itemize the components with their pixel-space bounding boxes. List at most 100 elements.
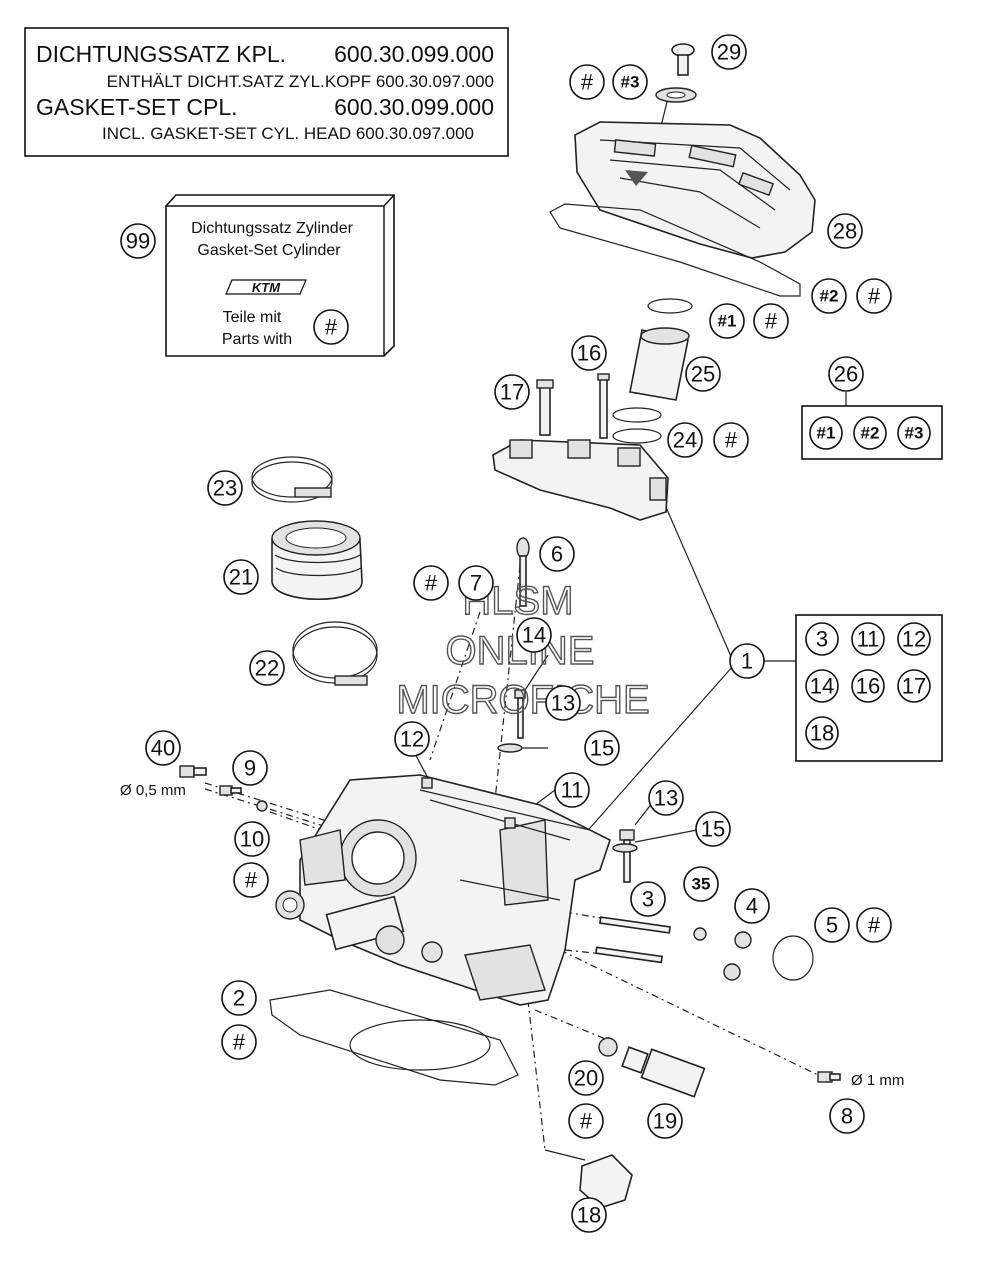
cylinder-head xyxy=(275,774,611,1006)
o-ring-24b xyxy=(612,428,662,444)
hose-clamp-23 xyxy=(251,456,333,503)
callout-20: 20 xyxy=(574,1066,598,1091)
marker-hash: # xyxy=(425,571,438,596)
callout-15-upper: 15 xyxy=(590,736,614,761)
bolt-13 xyxy=(619,829,635,883)
callout-12: 12 xyxy=(400,727,424,752)
kit-line4: Parts with xyxy=(222,331,292,348)
washer-10 xyxy=(256,800,268,812)
header-line4: INCL. GASKET-SET CYL. HEAD 600.30.097.00… xyxy=(102,124,474,143)
callout-15-lower: 15 xyxy=(701,817,725,842)
group-26-box: #1 #2 #3 xyxy=(801,405,943,460)
group-26-item: #1 xyxy=(817,424,836,443)
callout-35: 35 xyxy=(692,875,711,894)
group-1-item: 3 xyxy=(816,627,828,652)
callout-6: 6 xyxy=(551,542,563,567)
dimension-40: Ø 0,5 mm xyxy=(120,782,186,799)
group-1-item: 18 xyxy=(810,721,834,746)
callout-25: 25 xyxy=(691,362,715,387)
o-ring-5 xyxy=(772,935,814,981)
valve-cover xyxy=(574,121,816,259)
camshaft-carrier xyxy=(492,439,669,521)
marker-hash1: #1 xyxy=(718,312,737,331)
dimension-8: Ø 1 mm xyxy=(851,1072,904,1089)
header-line3-number: 600.30.099.000 xyxy=(334,94,494,120)
header-line2: ENTHÄLT DICHT.SATZ ZYL.KOPF 600.30.097.0… xyxy=(107,72,494,91)
gasket-set-header-box: DICHTUNGSSATZ KPL. 600.30.099.000 ENTHÄL… xyxy=(24,27,509,157)
bolt-17 xyxy=(536,379,554,436)
valve-6 xyxy=(516,537,530,607)
ktm-logo: KTM xyxy=(225,279,307,295)
header-line1-label: DICHTUNGSSATZ KPL. xyxy=(36,41,286,67)
callout-18: 18 xyxy=(577,1203,601,1228)
marker-hash: # xyxy=(868,284,881,309)
callout-19: 19 xyxy=(653,1109,677,1134)
kit-line2: Gasket-Set Cylinder xyxy=(197,242,341,259)
callout-13-upper: 13 xyxy=(551,691,575,716)
marker-hash: # xyxy=(581,70,594,95)
group-1-item: 16 xyxy=(856,674,880,699)
callout-10: 10 xyxy=(240,827,264,852)
kit-hash-marker: # xyxy=(325,315,338,340)
hose-clamp-22 xyxy=(292,621,378,686)
header-line1-number: 600.30.099.000 xyxy=(334,41,494,67)
callout-21: 21 xyxy=(229,565,253,590)
callout-5: 5 xyxy=(826,913,838,938)
callout-29: 29 xyxy=(717,40,741,65)
callout-4: 4 xyxy=(746,894,758,919)
callout-23: 23 xyxy=(213,476,237,501)
callout-11: 11 xyxy=(561,778,584,803)
nut-4a xyxy=(734,931,752,949)
callout-numbers: 99 29 28 26 25 24 23 21 22 16 17 6 7 14 … xyxy=(120,34,865,1233)
group-1-item: 11 xyxy=(857,627,880,652)
breather-fitting xyxy=(655,43,697,103)
callout-26: 26 xyxy=(834,362,858,387)
callout-22: 22 xyxy=(255,656,279,681)
bolt-12 xyxy=(421,777,433,789)
washer-15-upper xyxy=(497,743,523,753)
group-26-item: #3 xyxy=(905,424,924,443)
callout-9: 9 xyxy=(244,756,256,781)
callout-40: 40 xyxy=(151,736,175,761)
callout-24: 24 xyxy=(673,428,697,453)
marker-hash: # xyxy=(580,1109,593,1134)
kit-line3: Teile mit xyxy=(223,309,282,326)
group-1-item: 14 xyxy=(810,674,834,699)
bolt-14-13 xyxy=(514,689,526,739)
watermark-line3: MICROFICHE xyxy=(396,678,649,722)
marker-hash3: #3 xyxy=(621,73,640,92)
bolt-9 xyxy=(219,785,242,796)
nut-4b xyxy=(723,963,741,981)
kit-line1: Dichtungssatz Zylinder xyxy=(191,220,354,237)
washer-15 xyxy=(612,843,638,853)
bolt-16 xyxy=(597,373,610,439)
plug-18 xyxy=(579,1154,633,1209)
marker-hash: # xyxy=(765,309,778,334)
callout-99: 99 xyxy=(126,229,150,254)
spark-plug-tube xyxy=(629,327,690,401)
group-1-item: 17 xyxy=(902,674,926,699)
callout-7: 7 xyxy=(470,571,482,596)
cylinder-head-gasket xyxy=(269,989,519,1086)
o-ring-24a xyxy=(612,407,662,423)
callout-13-lower: 13 xyxy=(654,786,678,811)
group-26-item: #2 xyxy=(861,424,880,443)
callout-28: 28 xyxy=(833,219,857,244)
callout-2: 2 xyxy=(233,986,245,1011)
studs xyxy=(595,916,671,964)
o-ring-top xyxy=(647,298,693,314)
gasket-kit-box: Dichtungssatz Zylinder Gasket-Set Cylind… xyxy=(165,194,395,357)
marker-hash: # xyxy=(233,1030,246,1055)
plug-35 xyxy=(693,927,707,941)
bolt-40 xyxy=(179,765,207,778)
temperature-sensor xyxy=(598,1037,706,1098)
intake-rubber xyxy=(271,520,363,601)
valve-cover-gasket xyxy=(549,203,801,297)
group-1-item: 12 xyxy=(902,627,926,652)
callout-8: 8 xyxy=(841,1104,853,1129)
marker-hash2: #2 xyxy=(820,287,839,306)
ktm-logo-text: KTM xyxy=(252,280,281,295)
screw-8 xyxy=(817,1071,841,1083)
marker-hash: # xyxy=(725,428,738,453)
